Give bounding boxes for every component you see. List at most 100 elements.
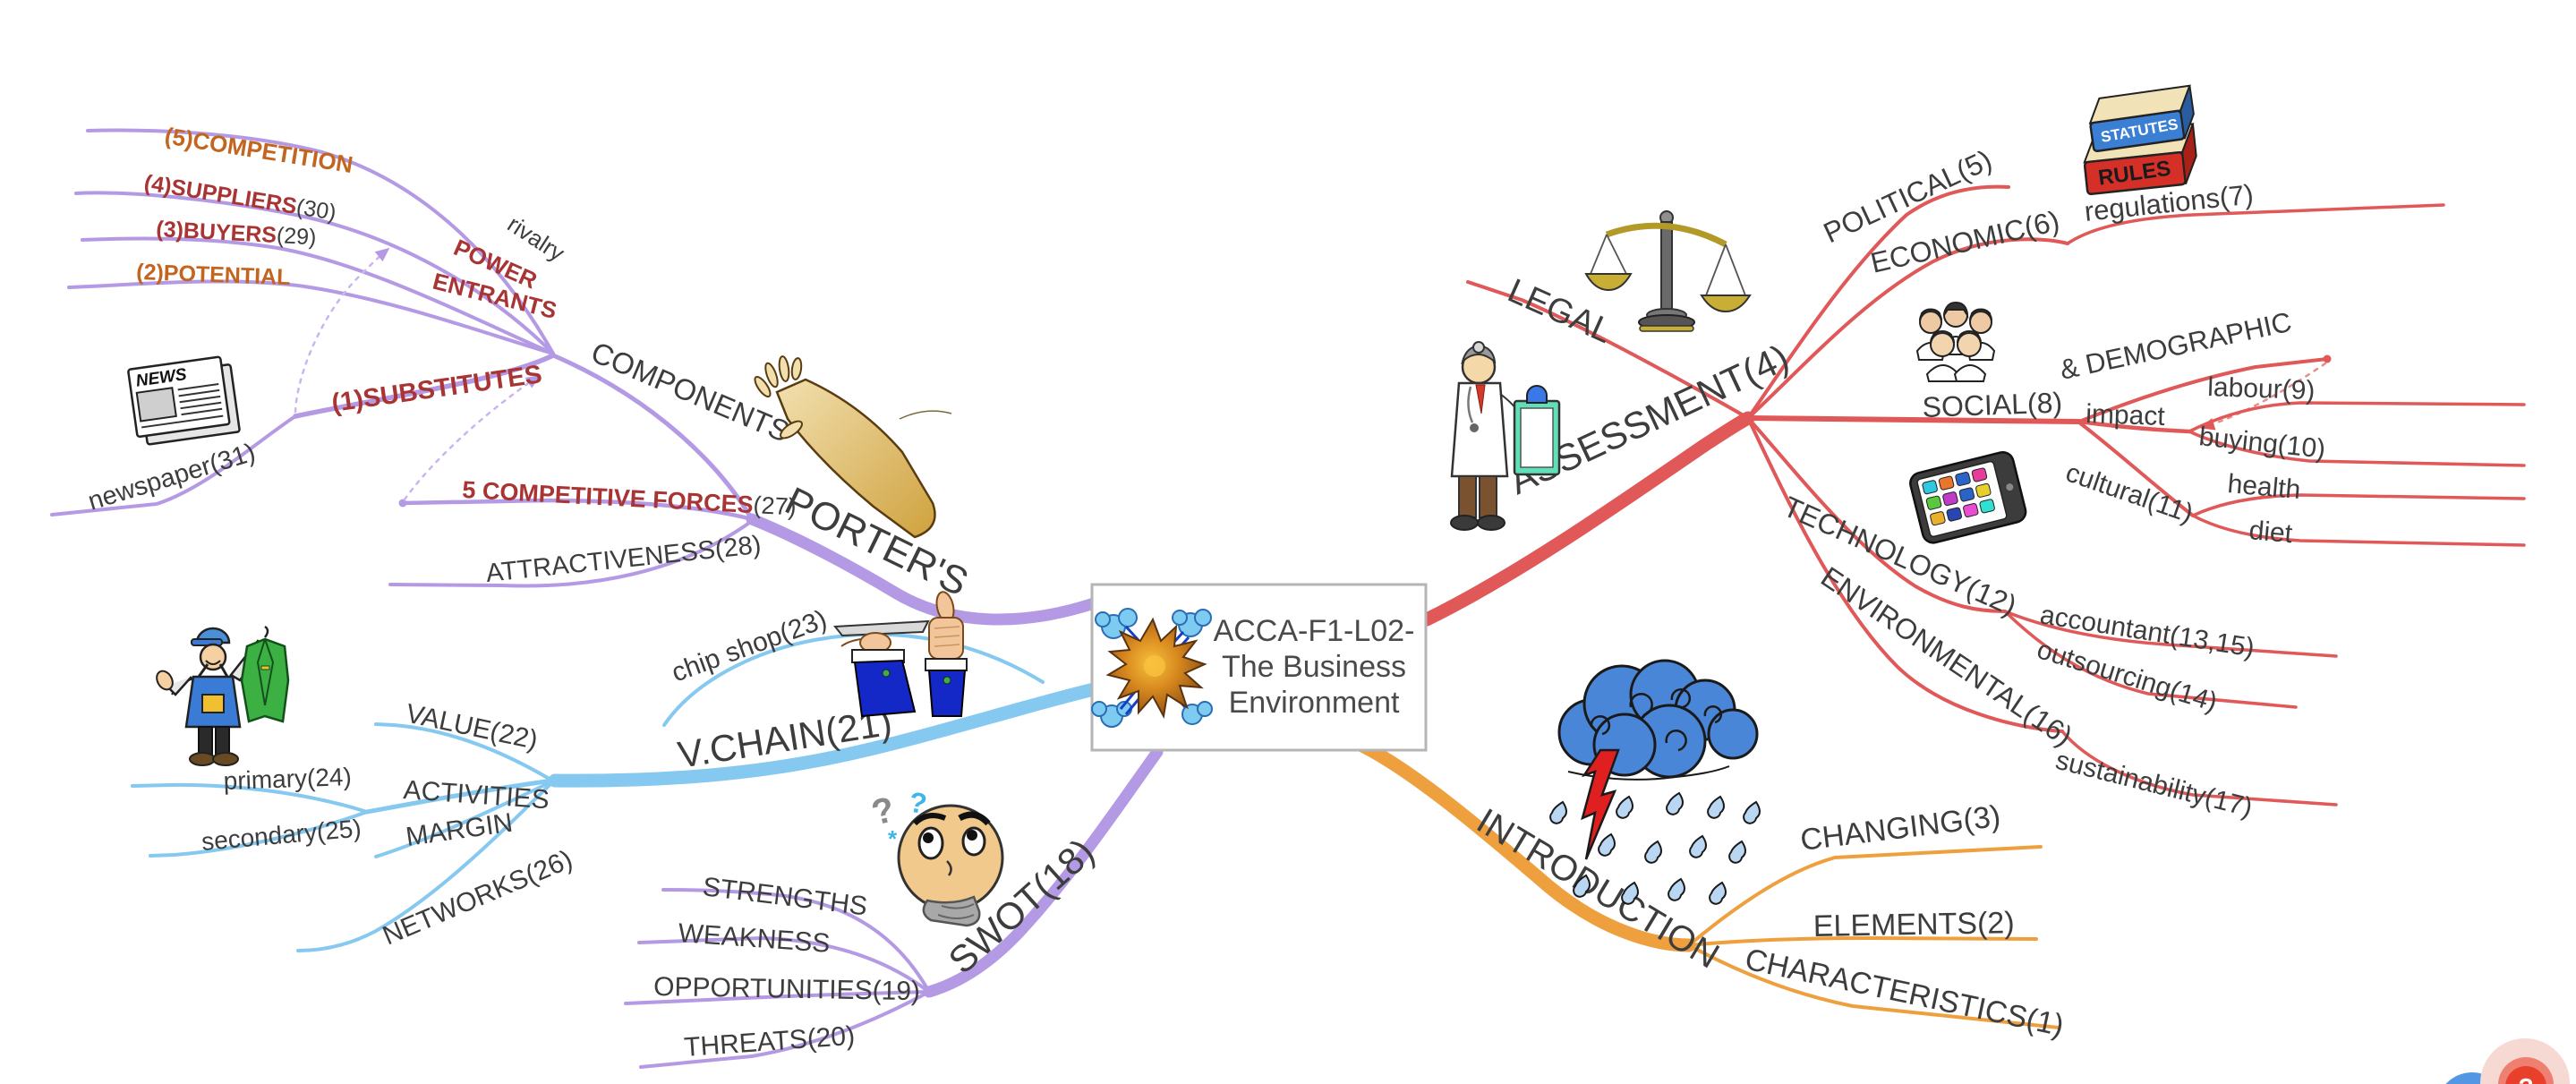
help-beacon-button[interactable] xyxy=(2505,1066,2546,1084)
label-cultural[interactable]: cultural(11) xyxy=(2062,457,2197,528)
label-elements[interactable]: ELEMENTS(2) xyxy=(1813,906,2014,943)
branch-substitutes[interactable] xyxy=(293,353,556,419)
label-labour[interactable]: labour(9) xyxy=(2207,372,2316,405)
label-chip-shop[interactable]: chip shop(23) xyxy=(668,604,831,687)
branch-labour[interactable] xyxy=(2188,401,2526,433)
label-margin[interactable]: MARGIN xyxy=(404,808,514,852)
salesman-jacket-icon xyxy=(156,625,290,766)
branch-legal[interactable] xyxy=(1466,280,1750,420)
branch-margin[interactable] xyxy=(374,780,554,858)
branch-introduction-main[interactable] xyxy=(1355,738,1696,952)
thinking-face-icon: ? ? * xyxy=(868,785,1004,927)
label-buying[interactable]: buying(10) xyxy=(2197,422,2326,465)
branch-forces[interactable] xyxy=(400,498,755,522)
link-demographic-impact-dashed xyxy=(2200,362,2327,431)
branch-value[interactable] xyxy=(374,722,554,782)
lightning-bolt xyxy=(1581,748,1620,860)
branch-potential[interactable] xyxy=(67,279,555,355)
label-forces[interactable]: 5 COMPETITIVE FORCES(27) xyxy=(462,476,798,521)
reaching-arm-icon xyxy=(754,355,952,539)
branch-introduction xyxy=(1355,738,2060,1029)
branch-cultural[interactable] xyxy=(2077,421,2195,517)
branch-components[interactable] xyxy=(550,353,755,522)
branch-weakness[interactable] xyxy=(637,936,931,994)
label-weakness[interactable]: WEAKNESS xyxy=(678,918,832,959)
branch-buying[interactable] xyxy=(2188,430,2526,467)
branch-threats[interactable] xyxy=(639,990,931,1069)
center-title-line2: The Business xyxy=(1222,650,1406,684)
tablet-icon xyxy=(1909,450,2027,544)
branch-secondary[interactable] xyxy=(149,810,369,858)
label-impact[interactable]: impact xyxy=(2086,399,2166,431)
branch-health[interactable] xyxy=(2191,493,2526,517)
branch-assessment-main[interactable] xyxy=(1420,411,1755,627)
label-opportunities[interactable]: OPPORTUNITIES(19) xyxy=(653,972,920,1006)
help-widget: ? xyxy=(2445,1038,2570,1084)
branch-sustainability[interactable] xyxy=(2060,730,2338,807)
branch-strengths[interactable] xyxy=(661,888,931,994)
label-substitutes[interactable]: (1)SUBSTITUTES xyxy=(330,360,544,418)
branch-demographic[interactable] xyxy=(2077,357,2329,423)
branch-attractiveness[interactable] xyxy=(388,519,754,588)
branch-diet[interactable] xyxy=(2191,514,2526,547)
branch-political[interactable] xyxy=(1746,184,2010,420)
branch-economic[interactable] xyxy=(1746,237,2069,420)
label-social[interactable]: SOCIAL(8) xyxy=(1922,387,2063,423)
asterisk-blue: * xyxy=(888,825,898,852)
label-secondary[interactable]: secondary(25) xyxy=(200,814,363,855)
help-beacon-label: ? xyxy=(2518,1073,2533,1084)
branch-elements[interactable] xyxy=(1687,936,2038,947)
label-competition[interactable]: (5)COMPETITION xyxy=(163,122,354,178)
branch-characteristics[interactable] xyxy=(1687,943,2060,1029)
label-diet[interactable]: diet xyxy=(2248,516,2294,549)
label-value[interactable]: VALUE(22) xyxy=(404,699,541,755)
branch-swot-main[interactable] xyxy=(923,746,1164,998)
branch-opportunities[interactable] xyxy=(624,990,931,1005)
label-activities[interactable]: ACTIVITIES xyxy=(403,775,550,815)
branch-activities[interactable] xyxy=(364,778,555,815)
newspaper-icon: NEWS xyxy=(127,355,241,446)
branch-buyers[interactable] xyxy=(81,236,555,355)
branch-competition[interactable] xyxy=(86,128,555,355)
branch-chip-shop[interactable] xyxy=(662,632,1045,727)
branch-newspaper[interactable] xyxy=(50,414,297,516)
branch-porters-main[interactable] xyxy=(746,513,1105,626)
branch-changing[interactable] xyxy=(1687,845,2043,947)
center-title-line3: Environment xyxy=(1229,686,1400,720)
branch-accountant[interactable] xyxy=(2003,610,2338,658)
branch-impact[interactable] xyxy=(2077,419,2192,434)
label-networks[interactable]: NETWORKS(26) xyxy=(379,844,577,951)
branch-outsourcing[interactable] xyxy=(2003,610,2298,709)
branch-swot xyxy=(624,746,1164,1069)
scales-icon xyxy=(1584,210,1752,332)
branch-primary[interactable] xyxy=(131,782,369,814)
label-strengths[interactable]: STRENGTHS xyxy=(701,872,869,921)
branch-vchain xyxy=(131,632,1101,952)
branch-social[interactable] xyxy=(1745,415,2082,424)
rain-drops xyxy=(1549,791,1761,905)
service-hands-icon xyxy=(833,591,968,718)
label-health[interactable]: health xyxy=(2226,469,2301,505)
label-sustainability[interactable]: sustainability(17) xyxy=(2052,746,2255,823)
branch-environmental[interactable] xyxy=(1746,416,2064,733)
branch-vchain-main[interactable] xyxy=(548,682,1101,788)
link-substitutes-buyers-dashed xyxy=(294,247,390,414)
label-characteristics[interactable]: CHARACTERISTICS(1) xyxy=(1742,943,2067,1044)
demographic-endpoint-dot xyxy=(2323,354,2332,363)
label-buyers[interactable]: (3)BUYERS(29) xyxy=(156,217,317,250)
label-newspaper[interactable]: newspaper(31) xyxy=(85,439,259,516)
explosion-icon xyxy=(1091,608,1213,728)
branch-assessment xyxy=(1420,184,2526,807)
branch-regulations[interactable] xyxy=(2066,203,2445,245)
branch-networks[interactable] xyxy=(296,781,554,952)
label-potential[interactable]: (2)POTENTIAL xyxy=(136,260,291,290)
branch-suppliers[interactable] xyxy=(74,191,555,355)
label-attractiveness[interactable]: ATTRACTIVENESS(28) xyxy=(484,531,763,588)
center-topic[interactable]: ACCA-F1-L02- The Business Environment xyxy=(1090,583,1428,752)
branch-technology[interactable] xyxy=(1746,416,2007,613)
doctor-icon xyxy=(1450,341,1561,531)
label-primary[interactable]: primary(24) xyxy=(223,763,352,795)
label-threats[interactable]: THREATS(20) xyxy=(683,1021,856,1063)
